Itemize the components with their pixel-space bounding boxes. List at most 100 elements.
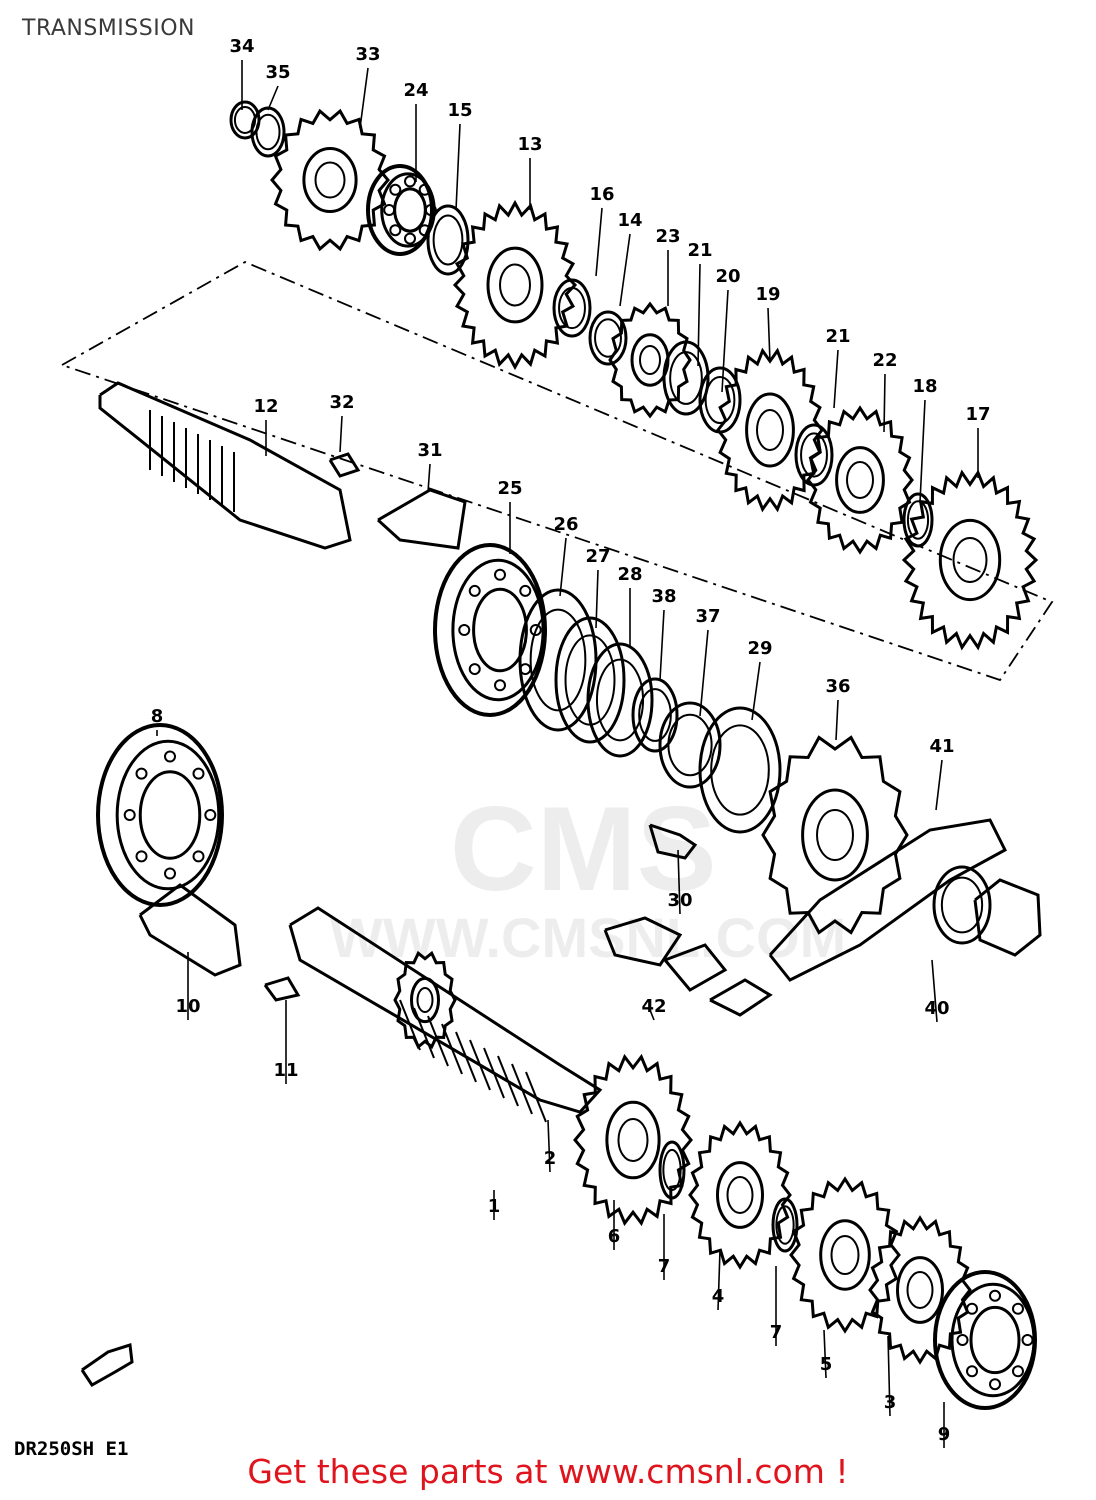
screw-32 [328,452,361,478]
callout-leader [359,67,369,129]
callout-label-1: 1 [488,1196,501,1217]
callout-label-37: 37 [695,606,720,627]
callout-label-32: 32 [329,392,354,413]
callout-label-38: 38 [651,586,676,607]
callout-label-7: 7 [658,1256,671,1277]
joint-42-c [709,978,773,1017]
ring-18 [902,492,934,548]
washer-21-a [662,340,710,416]
shaft-12 [98,381,352,550]
callout-label-21: 21 [687,240,712,261]
gear-19 [716,347,824,513]
callout-leader [697,263,701,367]
joint-42-a [603,916,683,967]
callout-label-23: 23 [655,226,680,247]
callout-leader [455,123,461,211]
gear-2 [393,950,457,1050]
callout-leader [559,537,567,597]
ring-35 [250,106,286,158]
screw-11 [263,976,301,1002]
callout-leader [823,1329,827,1379]
callout-leader [883,373,886,433]
callout-leader [919,399,926,503]
bolt-30 [648,823,698,860]
callout-label-2: 2 [544,1148,557,1169]
bushing-16 [552,278,592,338]
callout-label-19: 19 [755,284,780,305]
callout-leader [659,609,665,681]
callout-leader [751,661,761,721]
callout-label-6: 6 [608,1226,621,1247]
callout-label-28: 28 [617,564,642,585]
callout-leader [767,307,771,363]
callout-label-12: 12 [253,396,278,417]
bearing-24 [366,164,437,256]
callout-label-10: 10 [175,996,200,1017]
page-title: TRANSMISSION [22,16,195,41]
circlip-20 [698,366,742,434]
bearing-9 [933,1270,1037,1410]
callout-leader [699,629,709,717]
callout-label-29: 29 [747,638,772,659]
plate-31 [376,488,467,550]
callout-label-4: 4 [712,1286,725,1307]
callout-label-14: 14 [617,210,642,231]
gear-3 [868,1215,972,1365]
nut-engine-sprocket [973,878,1042,957]
gear-17 [901,469,1039,651]
callout-label-17: 17 [965,404,990,425]
assembly-boundary [59,260,1054,682]
callout-label-11: 11 [273,1060,298,1081]
callout-leader [931,959,938,1023]
callout-label-15: 15 [447,100,472,121]
callout-leader [619,233,631,307]
callout-leader [649,1009,655,1021]
callout-label-21: 21 [825,326,850,347]
callout-label-34: 34 [229,36,254,57]
callout-leader [721,289,729,393]
sprocket-36 [761,735,909,935]
washer-15 [426,204,470,276]
callout-leader [427,463,431,493]
callout-label-36: 36 [825,676,850,697]
gear-33 [270,108,390,252]
callout-label-27: 27 [585,546,610,567]
callout-label-3: 3 [884,1392,897,1413]
washer-7-a [658,1140,686,1200]
gear-6 [573,1053,693,1227]
front-arrow [80,1343,134,1387]
callout-label-20: 20 [715,266,740,287]
callout-leader [887,1335,891,1417]
callout-label-13: 13 [517,134,542,155]
model-code: DR250SH E1 [14,1438,129,1460]
footer-parts-link[interactable]: Get these parts at www.cmsnl.com ! [247,1452,849,1491]
callout-label-30: 30 [667,890,692,911]
circlip-14 [588,310,628,366]
callout-label-35: 35 [265,62,290,83]
washer-21-b [794,423,834,487]
gear-5 [789,1176,901,1334]
gear-13 [452,199,578,371]
washer-7-b [771,1197,799,1253]
callout-leader [339,415,343,453]
callout-label-22: 22 [872,350,897,371]
callout-label-40: 40 [924,998,949,1019]
bearing-8 [96,723,224,907]
spacer-37 [658,701,722,789]
callout-leader [717,1249,721,1311]
callout-label-24: 24 [403,80,428,101]
callout-leader [677,849,681,915]
plate-10 [138,883,242,977]
gear-4 [688,1120,792,1270]
callout-label-33: 33 [355,44,380,65]
joint-42-b [663,943,728,992]
bearing-25 [433,543,547,717]
callout-leader [833,349,839,409]
callout-label-5: 5 [820,1354,833,1375]
callout-leader [267,85,279,111]
callout-leader [547,1119,551,1173]
callout-label-41: 41 [929,736,954,757]
callout-leader [835,699,839,741]
callout-label-25: 25 [497,478,522,499]
